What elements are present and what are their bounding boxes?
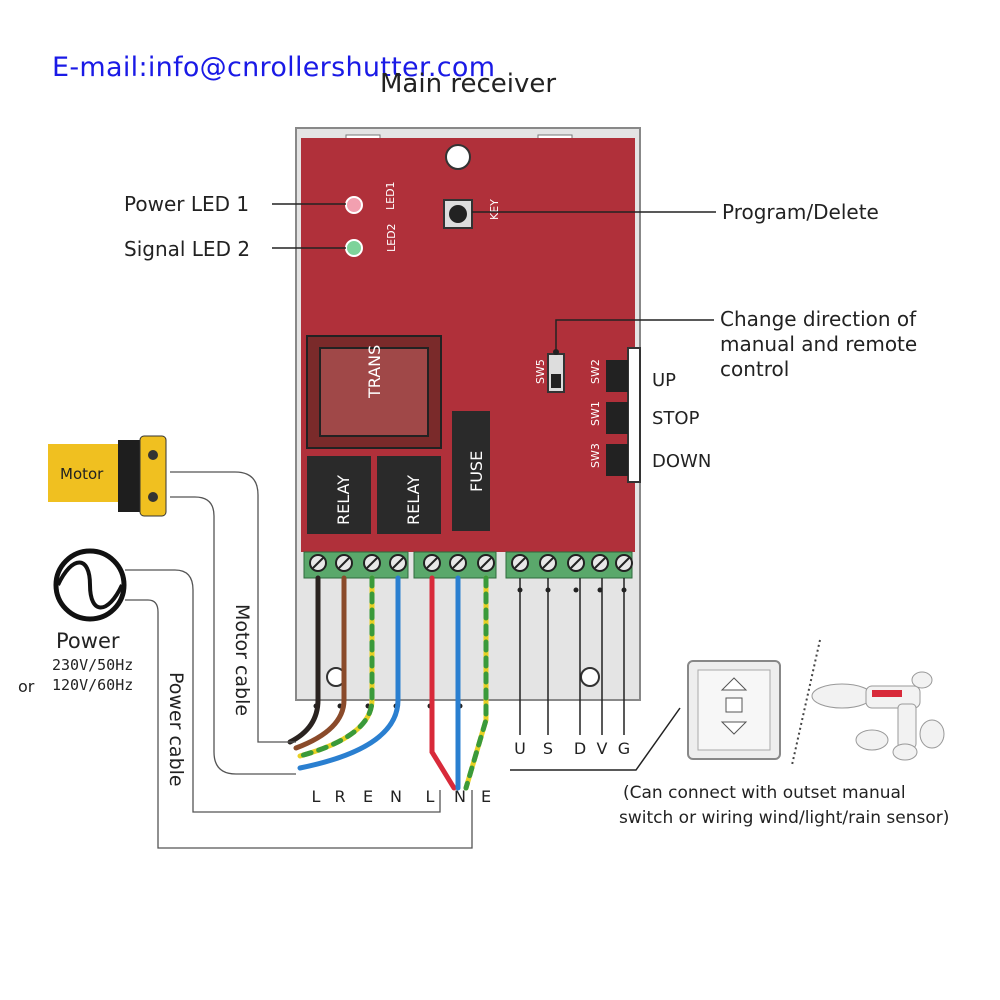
external-note-line2: switch or wiring wind/light/rain sensor)	[619, 808, 949, 828]
power-led-callout: Power LED 1	[124, 192, 249, 216]
terminal-screw-slot	[480, 557, 492, 569]
terminal-label-signal-S: S	[543, 739, 553, 758]
power-or: or	[18, 677, 35, 696]
diagram-title: Main receiver	[380, 69, 556, 99]
down-arrow-icon	[720, 721, 748, 735]
motor-tube	[48, 444, 120, 502]
sw1-silk: SW1	[589, 401, 602, 426]
transformer-core	[319, 347, 429, 437]
signal-led-callout: Signal LED 2	[124, 237, 250, 261]
power-wires	[429, 575, 489, 791]
terminal-label-signal-D: D	[574, 739, 586, 758]
sw3-down-button[interactable]	[606, 444, 628, 476]
terminal-screw-slot	[392, 557, 404, 569]
power-cable-outline-outer	[125, 599, 473, 849]
sw3-silk: SW3	[589, 443, 602, 468]
change-direction-line3: control	[720, 357, 789, 381]
terminal-label-signal-G: G	[618, 739, 630, 758]
terminal-connection-dot	[573, 587, 579, 593]
sw5-leader	[555, 319, 714, 352]
power-voltage-120: 120V/60Hz	[52, 676, 133, 694]
power-label: Power	[56, 629, 120, 653]
terminal-label-power-E: E	[481, 787, 491, 806]
relay-2	[377, 456, 441, 534]
terminal-screw-slot	[366, 557, 378, 569]
change-direction-line2: manual and remote	[720, 332, 917, 356]
stop-label: STOP	[652, 408, 700, 429]
terminal-label-motor-L: L	[312, 787, 321, 806]
motor-cable-outline-outer	[170, 496, 296, 775]
power-led	[345, 196, 363, 214]
external-connection-leader	[510, 707, 681, 771]
power-cable-label: Power cable	[165, 672, 187, 787]
terminal-label-power-L: L	[426, 787, 435, 806]
terminal-screw-slot	[570, 557, 582, 569]
power-voltage-230: 230V/50Hz	[52, 656, 133, 674]
wind-sensor-icon	[811, 671, 945, 761]
signal-led	[345, 239, 363, 257]
sw1-stop-button[interactable]	[606, 402, 628, 434]
terminal-screw-slot	[542, 557, 554, 569]
terminal-label-signal-V: V	[597, 739, 608, 758]
signal-wires	[519, 578, 625, 735]
terminal-label-motor-N: N	[390, 787, 402, 806]
sine-wave-icon	[56, 560, 124, 610]
led2-silk: LED2	[385, 223, 398, 252]
down-label: DOWN	[652, 451, 711, 472]
fuse	[452, 411, 490, 531]
terminal-screw-slot	[426, 557, 438, 569]
terminal-label-motor-R: R	[334, 787, 345, 806]
terminal-label-motor-E: E	[363, 787, 373, 806]
motor-screw-top	[148, 450, 158, 460]
terminal-screw-slot	[452, 557, 464, 569]
motor-screw-bottom	[148, 492, 158, 502]
motor-end-cap	[139, 435, 167, 517]
up-label: UP	[652, 370, 676, 391]
email-address: E-mail:info@cnrollershutter.com	[52, 52, 496, 83]
relay-1	[307, 456, 371, 534]
change-direction-line1: Change direction of	[720, 307, 917, 331]
sw5-slider[interactable]	[551, 374, 561, 388]
sw2-silk: SW2	[589, 359, 602, 384]
terminal-screw-slot	[338, 557, 350, 569]
sw5-leader-dot	[553, 349, 559, 355]
motor-label: Motor	[60, 465, 104, 483]
relay-1-label: RELAY	[334, 475, 353, 525]
terminal-label-signal-U: U	[514, 739, 526, 758]
button-rail	[627, 347, 641, 483]
power-cable-outline	[125, 569, 441, 813]
up-arrow-icon	[720, 677, 748, 691]
sw2-up-button[interactable]	[606, 360, 628, 392]
motor-wires	[287, 575, 401, 771]
dotted-divider	[791, 639, 821, 766]
led1-silk: LED1	[384, 181, 397, 210]
key-silk: KEY	[488, 199, 501, 220]
motor-cable-outline	[170, 471, 296, 743]
key-button-cap[interactable]	[449, 205, 467, 223]
terminal-screw-slot	[312, 557, 324, 569]
sw5-silk: SW5	[534, 359, 547, 384]
terminal-screws	[309, 554, 633, 709]
transformer-label: TRANS	[365, 345, 384, 399]
terminal-label-power-N: N	[454, 787, 466, 806]
relay-2-label: RELAY	[404, 475, 423, 525]
terminal-screw-slot	[618, 557, 630, 569]
fuse-label: FUSE	[467, 451, 486, 492]
terminal-screw-slot	[594, 557, 606, 569]
mounting-hole-right	[580, 667, 600, 687]
external-note-line1: (Can connect with outset manual	[623, 783, 906, 803]
stop-square-icon	[725, 697, 743, 713]
program-delete-callout: Program/Delete	[722, 200, 879, 224]
terminal-screw-slot	[514, 557, 526, 569]
motor-head	[118, 440, 142, 512]
mounting-hole	[445, 144, 471, 170]
motor-cable-label: Motor cable	[231, 604, 253, 716]
